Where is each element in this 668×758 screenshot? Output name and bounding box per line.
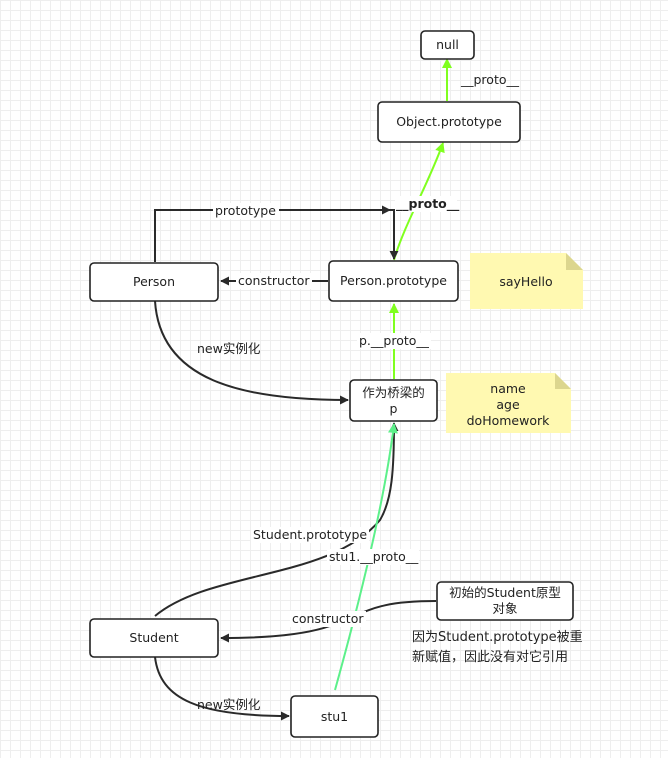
svg-text:新赋值，因此没有对它引用: 新赋值，因此没有对它引用 (412, 649, 568, 665)
edge-label-stu1-proto: stu1.__proto__ (327, 549, 419, 565)
note-line-sayhello: sayHello (499, 274, 552, 289)
edge-label-proto-object: __proto__ (395, 196, 460, 212)
note-line-dohomework: doHomework (467, 413, 551, 428)
node-null[interactable]: null (420, 30, 475, 60)
node-stu1[interactable]: stu1 (290, 695, 379, 738)
svg-text:Student: Student (129, 630, 178, 645)
node-original-student-prototype[interactable]: 初始的Student原型 对象 (436, 581, 574, 621)
svg-text:初始的Student原型: 初始的Student原型 (449, 585, 561, 600)
node-person[interactable]: Person (89, 262, 219, 302)
svg-text:new实例化: new实例化 (197, 697, 261, 712)
edge-label-constructor-person: constructor (236, 273, 312, 289)
edge-label-new-student: new实例化 (197, 697, 261, 712)
svg-text:对象: 对象 (492, 601, 517, 616)
svg-text:Object.prototype: Object.prototype (396, 114, 502, 129)
note-line-age: age (496, 397, 520, 412)
svg-text:__proto__: __proto__ (396, 196, 460, 212)
svg-text:因为Student.prototype被重: 因为Student.prototype被重 (412, 629, 583, 645)
edge-label-student-prototype: Student.prototype (251, 527, 369, 543)
svg-text:p.__proto__: p.__proto__ (359, 333, 430, 348)
edge-new-person (154, 300, 349, 405)
edge-new-student (154, 656, 290, 721)
edge-student-prototype (154, 422, 399, 617)
svg-text:Student.prototype: Student.prototype (253, 527, 367, 542)
node-bridge-p[interactable]: 作为桥梁的 p (349, 379, 438, 422)
svg-text:stu1: stu1 (321, 709, 348, 724)
note-line-name: name (490, 381, 526, 396)
edge-label-new-person: new实例化 (197, 341, 261, 356)
svg-text:作为桥梁的: 作为桥梁的 (362, 385, 425, 400)
note-p-properties[interactable]: name age doHomework (446, 373, 571, 433)
node-person-prototype[interactable]: Person.prototype (328, 260, 459, 302)
node-object-prototype[interactable]: Object.prototype (377, 101, 521, 143)
edge-label-proto-null: __proto__ (460, 72, 520, 87)
edge-label-constructor-student: constructor (290, 611, 366, 627)
edge-label-p-proto: p.__proto__ (357, 333, 431, 349)
svg-text:p: p (390, 401, 398, 416)
note-person-prototype-methods[interactable]: sayHello (470, 253, 583, 309)
svg-text:Person.prototype: Person.prototype (340, 273, 447, 288)
annotation-text: 因为Student.prototype被重 新赋值，因此没有对它引用 (412, 629, 583, 665)
node-student[interactable]: Student (89, 618, 219, 658)
svg-text:stu1.__proto__: stu1.__proto__ (329, 549, 419, 564)
svg-text:null: null (436, 37, 459, 52)
svg-text:Person: Person (133, 274, 175, 289)
edge-label-prototype: prototype (213, 203, 279, 219)
svg-text:prototype: prototype (215, 203, 276, 218)
svg-text:new实例化: new实例化 (197, 341, 261, 356)
svg-text:__proto__: __proto__ (460, 72, 520, 87)
svg-text:constructor: constructor (238, 273, 310, 288)
svg-text:constructor: constructor (292, 611, 364, 626)
